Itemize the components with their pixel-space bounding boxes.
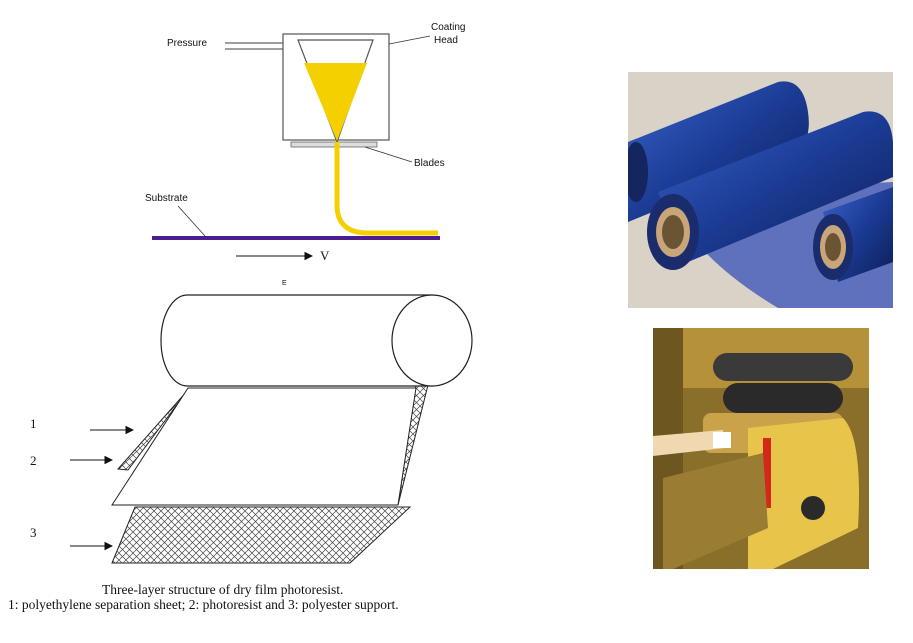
substrate-label: Substrate — [145, 193, 188, 204]
coating-diagram: Pressure Coating Head Blades Substrate V — [145, 22, 465, 263]
blades-label: Blades — [414, 158, 445, 169]
resist-stream — [334, 142, 438, 236]
layer-1-separation-wedge — [116, 389, 189, 471]
caption-title: Three-layer structure of dry film photor… — [102, 582, 344, 597]
film-diagram: E 1 2 3 — [30, 280, 473, 564]
coating-head-leader — [388, 35, 431, 45]
resist-reservoir — [304, 63, 367, 141]
pressure-label: Pressure — [167, 38, 207, 49]
film-diagram-caption: Three-layer structure of dry film photor… — [8, 582, 478, 612]
coating-head-label-line2: Head — [434, 35, 458, 46]
blades — [290, 141, 378, 148]
laminator-photo — [653, 328, 869, 569]
velocity-label: V — [320, 248, 330, 263]
figure-marker: E — [282, 280, 287, 287]
layer-label-2: 2 — [30, 453, 37, 468]
roller-body — [160, 294, 433, 387]
blades-leader — [364, 146, 413, 163]
layer-3-polyester-support — [111, 506, 412, 564]
coating-head-label-line1: Coating — [431, 22, 465, 33]
layer-label-3: 3 — [30, 525, 37, 540]
caption-body: 1: polyethylene separation sheet; 2: pho… — [8, 597, 399, 612]
dry-film-rolls-photo — [628, 72, 893, 308]
pressure-pipe — [225, 42, 283, 50]
roller-end-cap — [391, 294, 473, 387]
layer-label-1: 1 — [30, 416, 37, 431]
layer-2-photoresist-sheet — [111, 387, 417, 506]
substrate-leader — [177, 205, 206, 237]
